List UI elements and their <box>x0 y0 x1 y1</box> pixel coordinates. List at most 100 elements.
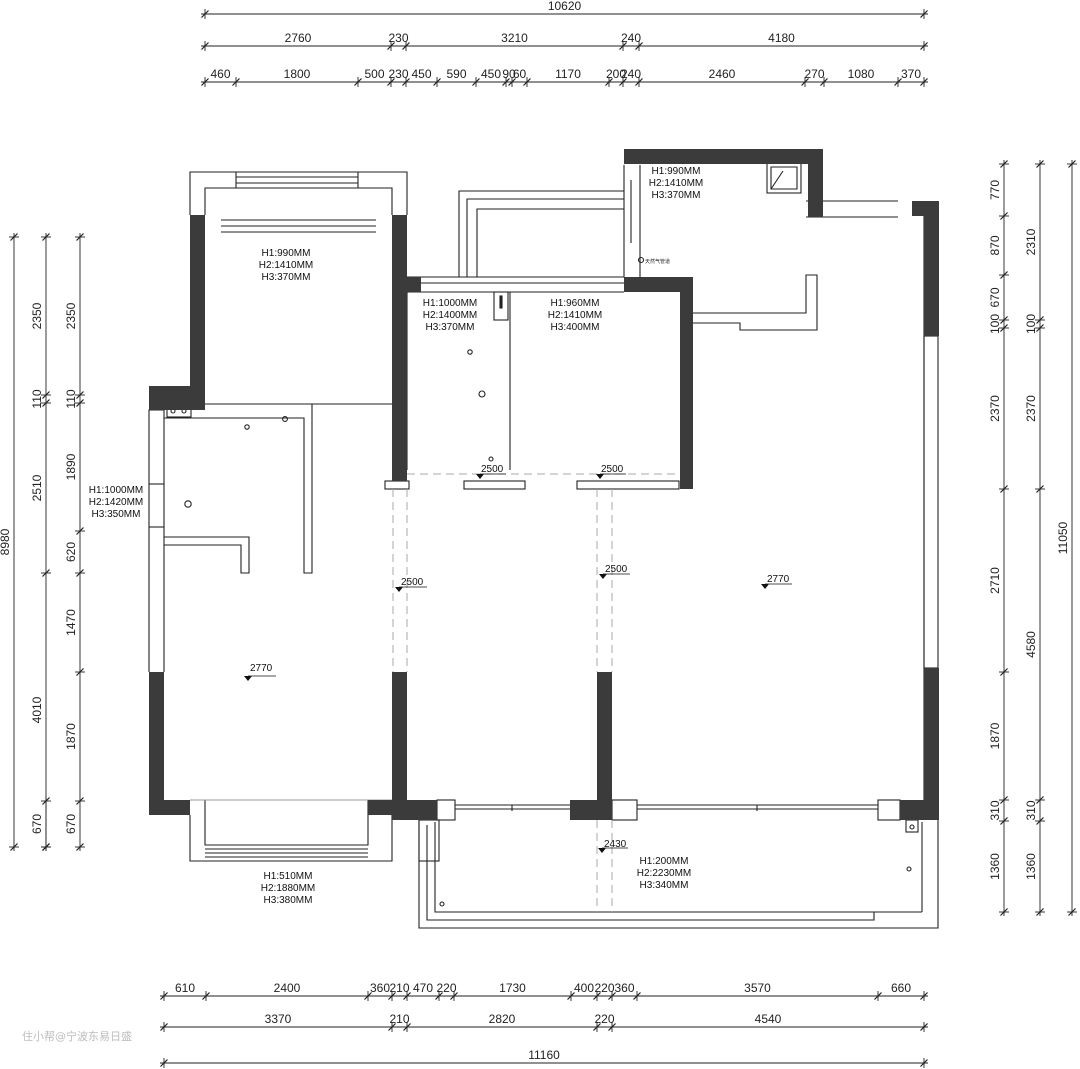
dimension-label: 770 <box>988 180 1002 200</box>
svg-text:2500: 2500 <box>605 564 628 575</box>
svg-text:H1:200MM: H1:200MM <box>640 856 689 867</box>
dimension-label: 460 <box>210 67 230 81</box>
svg-text:H1:990MM: H1:990MM <box>652 166 701 177</box>
watermark: 住小帮@宁波东易日盛 <box>22 1029 132 1043</box>
left-dimension-chain: 8980235011025104010670235011018906201470… <box>0 233 85 851</box>
dimension-label: 2710 <box>988 567 1002 594</box>
svg-text:H3:350MM: H3:350MM <box>92 509 141 520</box>
svg-text:H1:1000MM: H1:1000MM <box>423 298 477 309</box>
dimension-label: 11050 <box>1056 521 1070 554</box>
svg-text:2500: 2500 <box>481 464 504 475</box>
window-spec-labels: H1:990MM H2:1410MM H3:370MM H1:990MM H2:… <box>89 166 703 906</box>
dimension-label: 240 <box>621 67 641 81</box>
dimension-label: 270 <box>804 67 824 81</box>
island-counter <box>692 274 818 331</box>
dimension-label: 2310 <box>1024 228 1038 255</box>
walls <box>149 149 939 820</box>
dimension-label: 2350 <box>64 302 78 329</box>
dimension-label: 670 <box>30 814 44 834</box>
dimension-label: 100 <box>988 314 1002 334</box>
dimension-label: 10620 <box>548 0 582 13</box>
dimension-label: 670 <box>64 814 78 834</box>
dimension-label: 110 <box>64 389 78 408</box>
svg-text:H2:1420MM: H2:1420MM <box>89 497 143 508</box>
dimension-label: 1360 <box>988 853 1002 880</box>
dimension-label: 590 <box>446 67 466 81</box>
ceiling-level-markers: 2500 2500 2500 2500 2770 2770 2430 <box>244 464 792 853</box>
dimension-label: 670 <box>988 287 1002 307</box>
window-spec-4: H1:960MM H2:1410MM H3:400MM <box>548 298 602 333</box>
svg-text:H2:1400MM: H2:1400MM <box>423 310 477 321</box>
dimension-label: 210 <box>389 1012 409 1026</box>
dimension-label: 90 <box>502 67 516 81</box>
dimension-label: 620 <box>64 542 78 562</box>
level-marker: 2500 <box>599 564 630 579</box>
dimension-label: 400 <box>574 981 594 995</box>
dimension-label: 360 <box>614 981 634 995</box>
svg-text:H2:1410MM: H2:1410MM <box>548 310 602 321</box>
svg-text:H1:510MM: H1:510MM <box>264 871 313 882</box>
dimension-label: 870 <box>988 235 1002 255</box>
dimension-label: 8980 <box>0 528 12 555</box>
level-marker: 2500 <box>395 577 427 592</box>
window-spec-2: H1:990MM H2:1410MM H3:370MM <box>649 166 703 201</box>
dimension-label: 240 <box>621 31 641 45</box>
svg-text:H2:2230MM: H2:2230MM <box>637 868 691 879</box>
dimension-label: 1890 <box>64 453 78 480</box>
svg-text:2500: 2500 <box>401 577 424 588</box>
right-dimension-chain: 7708706701002370271018703101360231010023… <box>988 160 1077 916</box>
dimension-label: 310 <box>988 800 1002 820</box>
dimension-label: 220 <box>436 981 456 995</box>
south-balcony <box>418 820 939 929</box>
drain-post <box>493 291 509 321</box>
svg-text:H3:370MM: H3:370MM <box>652 190 701 201</box>
dimension-label: 450 <box>481 67 501 81</box>
dimension-label: 2370 <box>988 395 1002 422</box>
level-marker: 2430 <box>598 839 628 853</box>
dimension-label: 2460 <box>709 67 736 81</box>
dimension-label: 1360 <box>1024 853 1038 880</box>
dimension-label: 2760 <box>285 31 312 45</box>
window-spec-1: H1:990MM H2:1410MM H3:370MM <box>259 248 313 283</box>
dimension-label: 360 <box>370 981 390 995</box>
dimension-label: 60 <box>513 67 527 81</box>
dimension-label: 4580 <box>1024 631 1038 658</box>
level-marker: 2500 <box>596 464 626 479</box>
dimension-label: 310 <box>1024 800 1038 820</box>
svg-text:H1:1000MM: H1:1000MM <box>89 485 143 496</box>
svg-text:H1:990MM: H1:990MM <box>262 248 311 259</box>
svg-text:2770: 2770 <box>250 663 273 674</box>
svg-text:H3:370MM: H3:370MM <box>262 272 311 283</box>
dimension-label: 230 <box>388 67 408 81</box>
dimension-label: 470 <box>413 981 433 995</box>
dimension-label: 1470 <box>64 609 78 636</box>
dashed-partitions <box>392 473 680 912</box>
bay-window-bottom-left <box>189 815 393 862</box>
level-marker: 2770 <box>244 663 276 681</box>
svg-text:H1:960MM: H1:960MM <box>551 298 600 309</box>
svg-text:H2:1410MM: H2:1410MM <box>259 260 313 271</box>
dimension-label: 200 <box>606 67 626 81</box>
dimension-label: 110 <box>30 389 44 408</box>
window-spec-3: H1:1000MM H2:1400MM H3:370MM <box>423 298 477 333</box>
dimension-label: 1080 <box>848 67 875 81</box>
dimension-label: 450 <box>411 67 431 81</box>
svg-text:2770: 2770 <box>767 574 790 585</box>
dimension-label: 2510 <box>30 474 44 501</box>
svg-text:H3:400MM: H3:400MM <box>551 322 600 333</box>
dimension-label: 1800 <box>284 67 311 81</box>
dimension-label: 11160 <box>528 1048 560 1062</box>
window-spec-5: H1:1000MM H2:1420MM H3:350MM <box>89 485 143 520</box>
gas-pipe-label: 天然气管道 <box>645 258 670 265</box>
dimension-label: 220 <box>594 1012 614 1026</box>
dimension-label: 3210 <box>501 31 528 45</box>
dimension-label: 1170 <box>555 67 581 81</box>
svg-text:H3:340MM: H3:340MM <box>640 880 689 891</box>
dimension-label: 4180 <box>768 31 795 45</box>
svg-text:H3:370MM: H3:370MM <box>426 322 475 333</box>
svg-text:H2:1410MM: H2:1410MM <box>649 178 703 189</box>
dimension-label: 610 <box>175 981 195 995</box>
dimension-label: 3370 <box>265 1012 292 1026</box>
